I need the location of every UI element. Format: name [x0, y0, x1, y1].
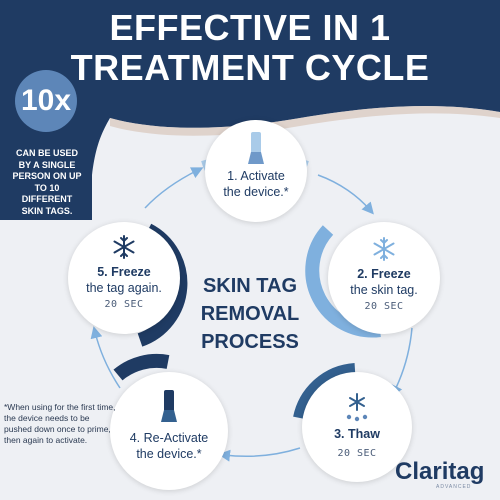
- step-5-freeze-again: 5. Freeze the tag again. 20 SEC: [68, 222, 180, 334]
- center-heading: SKIN TAG REMOVAL PROCESS: [180, 272, 320, 356]
- step-1-title: 1. Activate: [227, 169, 285, 183]
- step-2-title: 2. Freeze: [357, 267, 411, 281]
- center-line-1: SKIN TAG: [202, 275, 298, 297]
- step-1-activate: 1. Activate the device.*: [205, 120, 307, 222]
- arrow-3-to-4: [218, 447, 301, 462]
- step-2-time: 20 SEC: [364, 301, 404, 312]
- device-icon: [248, 132, 264, 164]
- step-5-time: 20 SEC: [104, 299, 144, 310]
- device-icon: [161, 390, 177, 422]
- arrow-1-to-2: [317, 174, 374, 215]
- page-title: EFFECTIVE IN 1 TREATMENT CYCLE: [0, 8, 500, 88]
- arc-step-4: [113, 353, 170, 381]
- step-3-thaw: 3. Thaw 20 SEC: [302, 372, 412, 482]
- arc-step-3: [293, 363, 356, 420]
- brand-logo: Claritag: [395, 458, 485, 485]
- usage-badge-text: CAN BE USED BY A SINGLE PERSON ON UP TO …: [12, 148, 82, 216]
- step-2-subtitle: the skin tag.: [350, 283, 418, 297]
- center-line-3: PROCESS: [201, 331, 299, 353]
- arc-step-2: [305, 225, 381, 338]
- step-1-subtitle: the device.*: [223, 185, 289, 199]
- step-3-title: 3. Thaw: [334, 427, 380, 441]
- title-line-1: EFFECTIVE IN 1: [109, 7, 391, 48]
- step-3-time: 20 SEC: [337, 448, 377, 459]
- step-4-reactivate: 4. Re-Activate the device.*: [110, 372, 228, 490]
- title-line-2: TREATMENT CYCLE: [70, 47, 430, 88]
- arrow-4-to-5: [90, 326, 121, 389]
- step-5-subtitle: the tag again.: [86, 281, 162, 295]
- center-line-2: REMOVAL: [200, 303, 300, 325]
- step-4-title: 4. Re-Activate: [129, 431, 209, 445]
- snowflake-icon: [373, 237, 395, 261]
- step-2-freeze: 2. Freeze the skin tag. 20 SEC: [328, 222, 440, 334]
- thaw-icon: [346, 393, 368, 422]
- usage-badge: 10x: [15, 70, 77, 132]
- arrow-5-to-1: [144, 167, 204, 209]
- step-5-title: 5. Freeze: [97, 265, 151, 279]
- brand-subtitle: ADVANCED: [436, 484, 472, 490]
- footnote: *When using for the first time, the devi…: [4, 402, 116, 445]
- arrow-2-to-3: [391, 327, 413, 398]
- step-4-subtitle: the device.*: [136, 447, 202, 461]
- snowflake-icon: [113, 235, 135, 259]
